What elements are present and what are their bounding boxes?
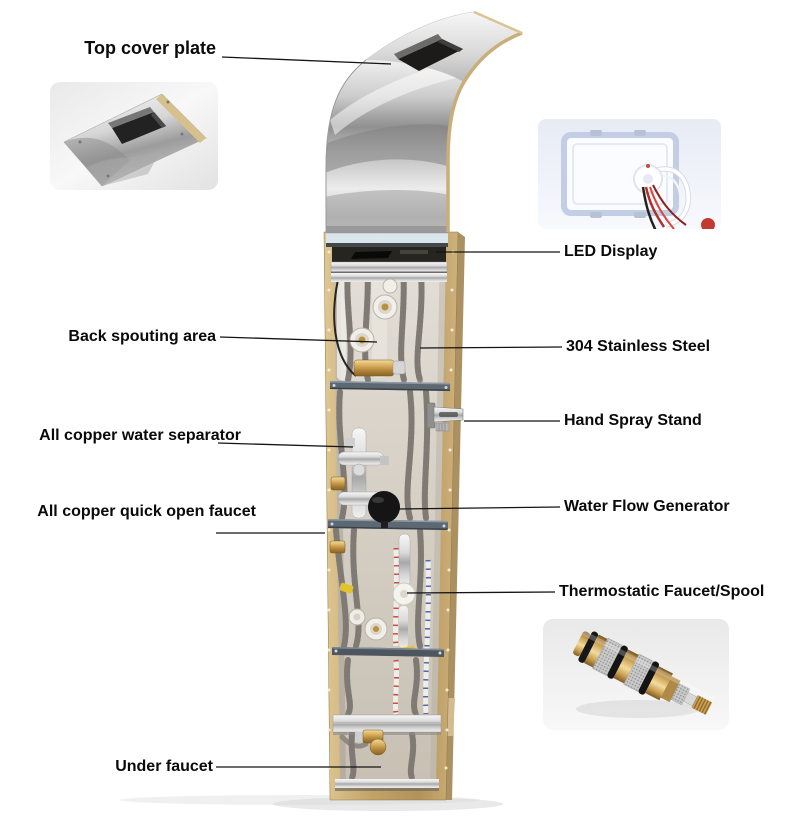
leader-lines [216,56,563,768]
leader-top-cover-plate [221,56,392,65]
thermostatic-cartridge-photo [543,619,729,730]
curved-top-hood [325,10,523,234]
label-thermostatic-faucet: Thermostatic Faucet/Spool [559,583,765,600]
top-cover-plate-photo [50,82,218,190]
thermostatic-spool [392,533,416,648]
under-faucet-fitting [355,729,387,756]
water-separator-cluster [329,427,389,554]
label-back-spouting-area: Back spouting area [68,328,216,345]
water-flow-generator [368,491,400,528]
label-quick-open-faucet: All copper quick open faucet [37,503,256,520]
label-top-cover-plate: Top cover plate [84,38,216,58]
shower-head-slot [398,39,463,71]
leader-thermostatic-faucet [406,591,556,594]
label-water-flow-generator: Water Flow Generator [564,498,730,515]
label-hand-spray-stand: Hand Spray Stand [564,412,702,429]
leader-water-flow-generator [396,506,561,510]
label-water-separator: All copper water separator [39,427,241,444]
label-under-faucet: Under faucet [115,758,213,775]
leader-back-spouting-area [219,336,378,343]
led-display-photo [538,119,721,229]
label-stainless-steel: 304 Stainless Steel [566,338,711,355]
hand-spray-stand [426,402,464,432]
leader-stainless-steel [419,346,563,349]
leader-water-separator [217,442,354,448]
back-spouting-area [349,278,398,353]
label-led-display: LED Display [564,243,658,260]
panel-internals [326,233,455,791]
